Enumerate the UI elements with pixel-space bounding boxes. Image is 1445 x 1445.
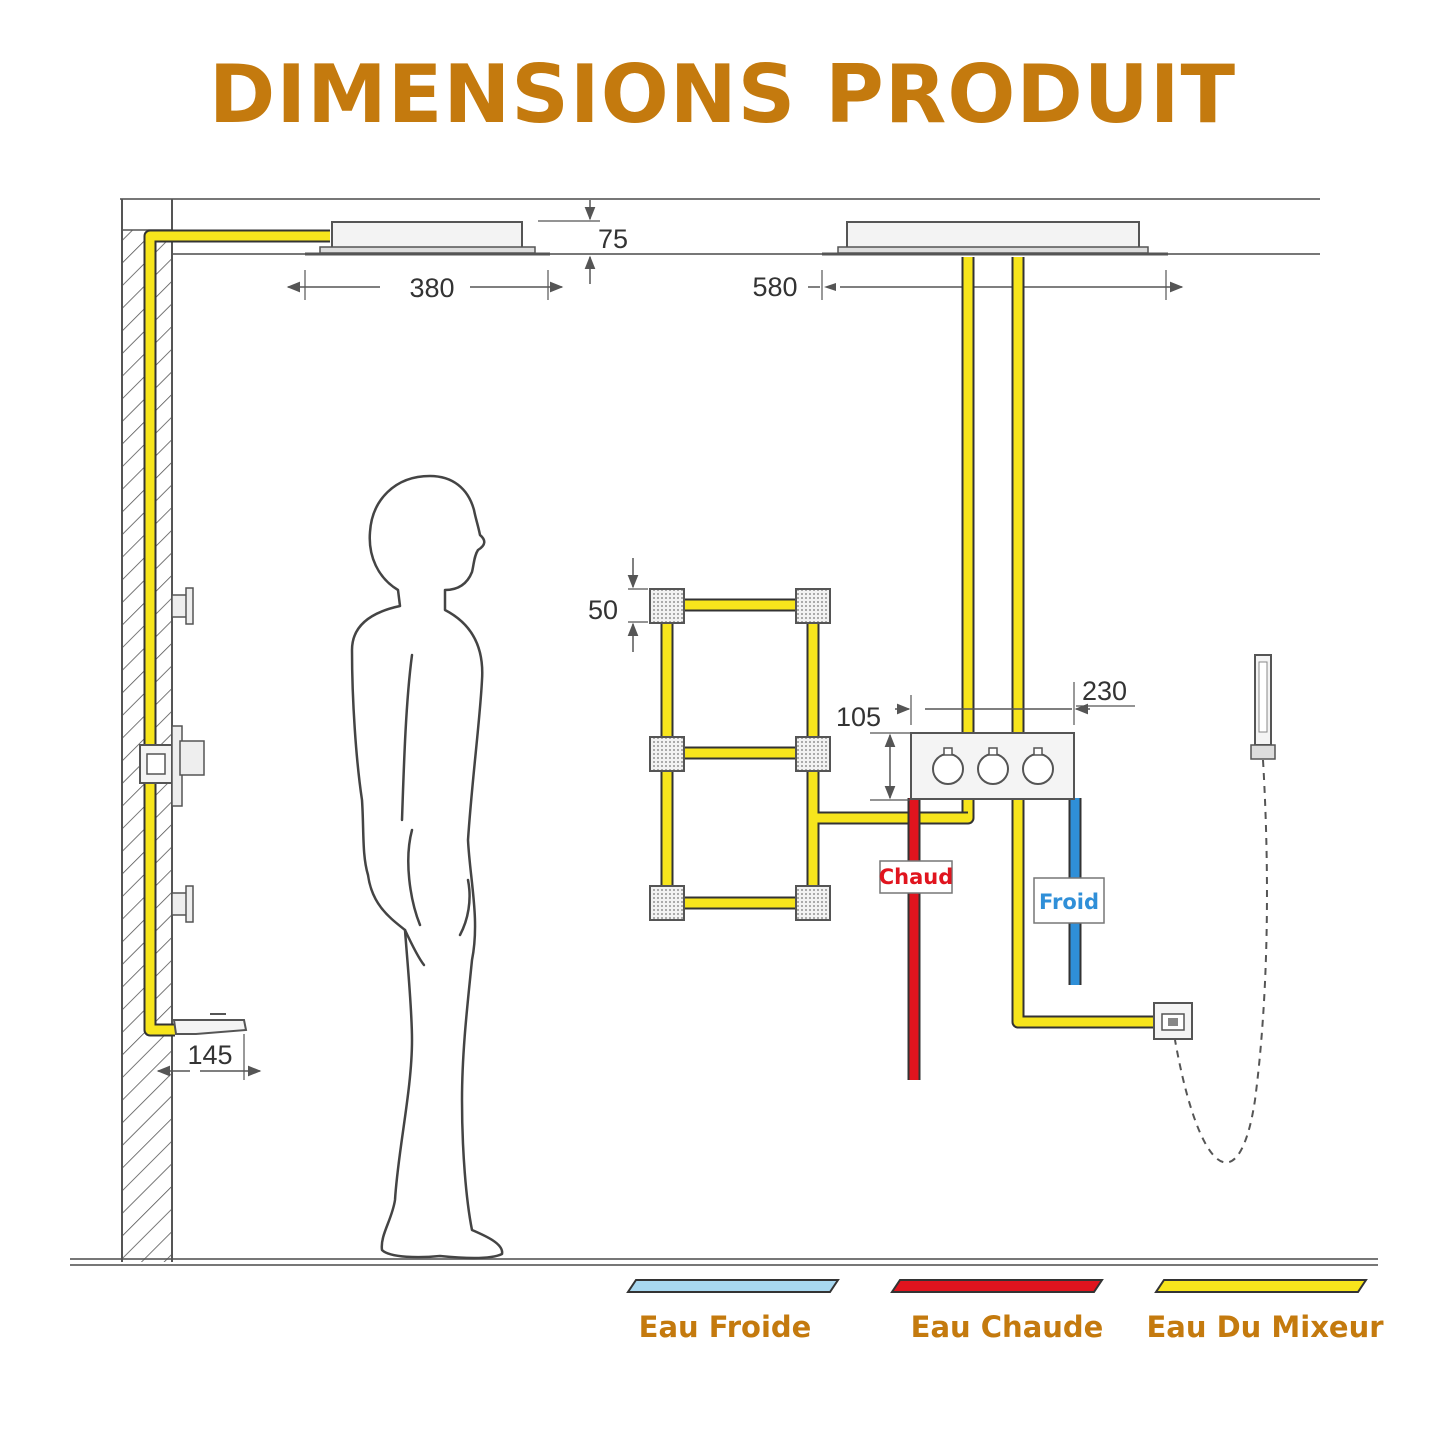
hand-shower: [1250, 654, 1276, 760]
floor: [70, 1258, 1378, 1266]
ceiling-mixed-pipes: [812, 257, 1158, 1029]
dimension-580: 580: [752, 270, 1184, 302]
legend-item-mixed: Eau Du Mixeur: [1146, 1279, 1384, 1344]
lower-valve: [171, 885, 194, 923]
dim-105-label: 105: [836, 702, 881, 732]
legend-item-hot: Eau Chaude: [890, 1279, 1104, 1344]
wall-mixed-pipe: [143, 229, 330, 1037]
bath-spout: [172, 1013, 248, 1035]
page-title: DIMENSIONS PRODUIT: [208, 48, 1237, 141]
dim-380-label: 380: [409, 273, 454, 303]
body-jet: [649, 885, 685, 921]
dim-145-label: 145: [187, 1040, 232, 1070]
human-silhouette: [350, 474, 504, 1260]
thermostatic-mixer: [910, 732, 1075, 800]
legend: Eau Froide Eau Chaude Eau Du Mixeur: [626, 1279, 1384, 1344]
svg-text:Eau Chaude: Eau Chaude: [911, 1310, 1104, 1344]
body-jet: [795, 736, 831, 772]
small-rain-head: [305, 221, 550, 256]
svg-text:Chaud: Chaud: [879, 865, 954, 889]
mixer-knob-icon: [977, 747, 1009, 785]
legend-item-cold: Eau Froide: [626, 1279, 840, 1344]
body-jet: [795, 588, 831, 624]
dimension-230: 230: [895, 676, 1135, 725]
dim-580-label: 580: [752, 272, 797, 302]
svg-text:Eau Du Mixeur: Eau Du Mixeur: [1146, 1310, 1384, 1344]
dimension-105: 105: [836, 702, 910, 801]
dimension-75: 75: [538, 200, 628, 284]
cold-pipe-tag: Froid: [1033, 877, 1105, 924]
large-rain-head: [822, 221, 1168, 256]
dim-50-label: 50: [588, 595, 618, 625]
hot-pipe-tag: Chaud: [879, 860, 954, 894]
diverter: [139, 725, 205, 807]
body-jet: [795, 885, 831, 921]
upper-valve: [171, 587, 194, 625]
dimension-145: 145: [156, 1034, 262, 1080]
body-jet: [649, 736, 685, 772]
shower-hose: [1174, 759, 1268, 1164]
wall-outlet: [1153, 1002, 1193, 1040]
body-jets: [649, 588, 831, 921]
svg-text:Froid: Froid: [1039, 890, 1099, 914]
dimension-380: 380: [286, 270, 564, 303]
dimension-50: 50: [588, 558, 648, 652]
dim-230-label: 230: [1082, 676, 1127, 706]
mixer-knob-icon: [932, 747, 964, 785]
mixer-knob-icon: [1022, 747, 1054, 785]
wall-fittings: [139, 587, 248, 1035]
body-jet: [649, 588, 685, 624]
svg-text:Eau Froide: Eau Froide: [639, 1310, 812, 1344]
dim-75-label: 75: [598, 224, 628, 254]
